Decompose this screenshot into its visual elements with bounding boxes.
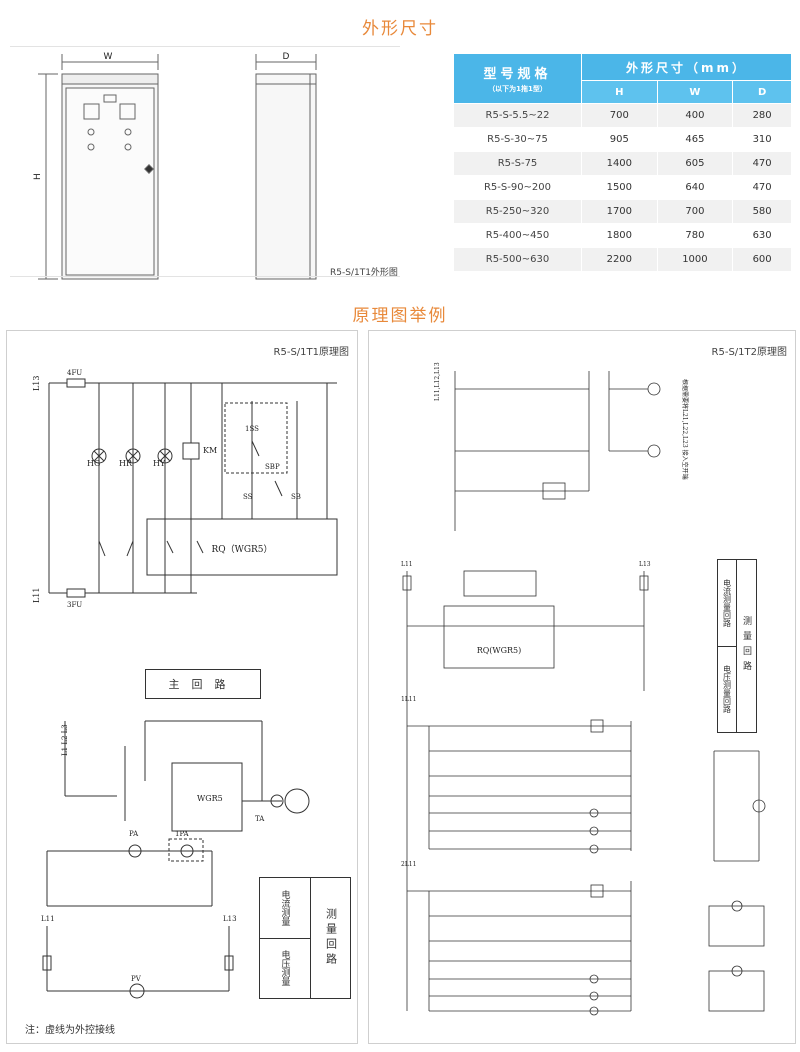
right-panel-caption: R5-S/1T2原理图 <box>711 347 787 358</box>
row-w: 400 <box>656 103 734 128</box>
svg-text:L11: L11 <box>401 561 413 568</box>
svg-text:PA: PA <box>129 830 139 838</box>
row-h: 1700 <box>581 199 658 224</box>
svg-text:3FU: 3FU <box>67 601 82 609</box>
svg-text:SB: SB <box>291 493 301 501</box>
front-width-label: W <box>104 52 113 62</box>
row-h: 905 <box>581 127 658 152</box>
row-model: R5-S-5.5~22 <box>453 103 582 128</box>
svg-text:SS: SS <box>243 493 253 501</box>
table-row: R5-S-75 1400 605 470 <box>453 151 792 176</box>
svg-text:TA: TA <box>255 815 265 823</box>
left-measure-box: 电流测量 电压测量 测量回路 <box>259 877 351 999</box>
row-w: 780 <box>656 223 734 248</box>
row-h: 700 <box>581 103 658 128</box>
row-d: 470 <box>732 175 792 200</box>
table-row: R5-500~630 2200 1000 600 <box>453 247 792 272</box>
svg-text:L11: L11 <box>41 915 55 923</box>
schematic-section-title: 原理图举例 <box>352 306 448 326</box>
left-panel-note: 注：虚线为外控接线 <box>25 1025 115 1036</box>
svg-text:1L11: 1L11 <box>401 696 416 703</box>
row-d: 280 <box>732 103 792 128</box>
row-h: 2200 <box>581 247 658 272</box>
main-circuit-label: 主回路 <box>145 669 261 699</box>
main-circuit-diagram: L1 L2 L3 WGR5 TA PA 1PA L11 L13 PV <box>41 720 310 999</box>
left-schematic-panel: R5-S/1T1原理图 <box>6 330 358 1044</box>
row-d: 630 <box>732 223 792 248</box>
outline-caption: R5-S/1T1外形图 <box>330 268 398 278</box>
svg-text:SBP: SBP <box>265 463 280 471</box>
table-row: R5-S-30~75 905 465 310 <box>453 127 792 152</box>
row-d: 580 <box>732 199 792 224</box>
svg-text:L1 L2 L3: L1 L2 L3 <box>61 724 69 756</box>
svg-text:L13: L13 <box>32 376 41 392</box>
svg-text:1PA: 1PA <box>175 830 190 838</box>
svg-text:HR: HR <box>119 459 133 468</box>
svg-text:2L11: 2L11 <box>401 861 416 868</box>
row-model: R5-S-90~200 <box>453 175 582 200</box>
dims-header: 外形尺寸（mm） <box>581 53 792 81</box>
dimensions-table: 型号规格 （以下为1拖1型） 外形尺寸（mm） H W D R5-S-5.5~2… <box>453 53 792 272</box>
row-h: 1800 <box>581 223 658 248</box>
right-voltage-measure-label: 电压测量回路 <box>718 646 737 732</box>
svg-text:L13: L13 <box>223 915 237 923</box>
divider <box>10 46 400 47</box>
svg-text:HY: HY <box>153 459 166 468</box>
row-w: 700 <box>656 199 734 224</box>
right-circuit-diagram: RQ(WGR5) 根据需要将L21,L22,L23 接入空开端 L11,L12,… <box>401 362 766 1016</box>
right-current-measure-label: 电流测量回路 <box>718 560 737 647</box>
front-view <box>38 54 159 280</box>
svg-text:PV: PV <box>131 975 142 983</box>
row-d: 470 <box>732 151 792 176</box>
row-model: R5-250~320 <box>453 199 582 224</box>
model-header: 型号规格 <box>483 67 552 82</box>
right-measure-box: 电流测量回路 电压测量回路 测量回路 <box>717 559 757 733</box>
row-w: 640 <box>656 175 734 200</box>
side-view <box>255 54 317 280</box>
col-header-w: W <box>656 80 734 104</box>
svg-text:L13: L13 <box>639 561 651 568</box>
front-height-label: H <box>33 173 43 180</box>
right-rq-label: RQ(WGR5) <box>477 646 522 655</box>
row-model: R5-500~630 <box>453 247 582 272</box>
col-header-d: D <box>732 80 792 104</box>
right-side-note: 根据需要将L21,L22,L23 接入空开端 <box>681 379 689 480</box>
row-d: 600 <box>732 247 792 272</box>
col-header-h: H <box>581 80 658 104</box>
dimensions-section-title: 外形尺寸 <box>362 19 438 39</box>
table-row: R5-S-90~200 1500 640 470 <box>453 175 792 200</box>
svg-text:L11,L12,L13: L11,L12,L13 <box>434 362 441 401</box>
row-w: 465 <box>656 127 734 152</box>
left-rq-label: RQ（WGR5） <box>211 544 272 555</box>
right-schematic-panel: R5-S/1T2原理图 <box>368 330 796 1044</box>
row-w: 605 <box>656 151 734 176</box>
model-header-cell: 型号规格 （以下为1拖1型） <box>453 53 582 104</box>
svg-text:4FU: 4FU <box>67 369 82 377</box>
row-w: 1000 <box>656 247 734 272</box>
measure-circuit-label: 测量回路 <box>324 908 338 968</box>
svg-text:1SS: 1SS <box>245 425 259 433</box>
table-row: R5-S-5.5~22 700 400 280 <box>453 103 792 128</box>
wgr5-label: WGR5 <box>197 794 223 803</box>
row-model: R5-S-30~75 <box>453 127 582 152</box>
outline-drawing: W H D <box>33 52 317 280</box>
row-model: R5-S-75 <box>453 151 582 176</box>
row-h: 1500 <box>581 175 658 200</box>
svg-text:KM: KM <box>203 446 217 455</box>
svg-text:HG: HG <box>87 459 100 468</box>
row-h: 1400 <box>581 151 658 176</box>
left-panel-caption: R5-S/1T1原理图 <box>273 347 349 358</box>
row-d: 310 <box>732 127 792 152</box>
table-row: R5-250~320 1700 700 580 <box>453 199 792 224</box>
right-measure-circuit-label: 测量回路 <box>741 616 751 676</box>
table-row: R5-400~450 1800 780 630 <box>453 223 792 248</box>
voltage-measure-label: 电压测量 <box>260 938 311 998</box>
model-subheader: （以下为1拖1型） <box>488 85 547 93</box>
side-depth-label: D <box>283 52 290 62</box>
divider <box>10 276 400 277</box>
svg-text:L11: L11 <box>32 588 41 604</box>
current-measure-label: 电流测量 <box>260 878 311 939</box>
row-model: R5-400~450 <box>453 223 582 248</box>
control-circuit-diagram: L13 L11 4FU 3FU HG HR HY KM 1SS SBP SS S… <box>32 369 338 609</box>
